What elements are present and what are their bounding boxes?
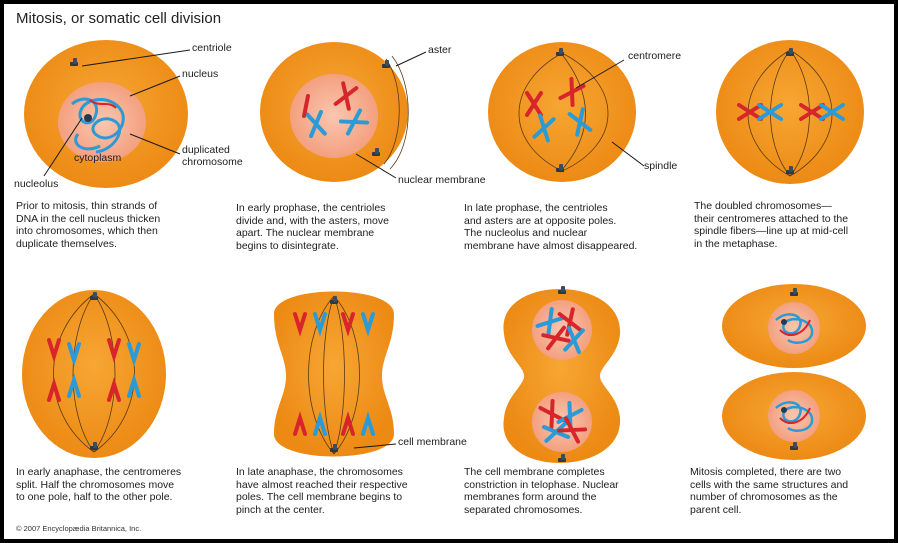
label-cytoplasm: cytoplasm: [74, 152, 121, 164]
copyright-notice: © 2007 Encyclopædia Britannica, Inc.: [16, 524, 141, 533]
cell-late-prophase: [488, 42, 644, 182]
label-centromere: centromere: [628, 50, 681, 62]
label-nucleolus: nucleolus: [14, 178, 58, 190]
cell-telophase: [503, 286, 620, 463]
cell-daughter-cells: [722, 284, 866, 460]
caption-interphase: Prior to mitosis, thin strands ofDNA in …: [16, 200, 238, 250]
diagram-frame: Mitosis, or somatic cell division: [4, 4, 894, 539]
cell-early-prophase: [260, 42, 426, 182]
caption-mitosis-complete: Mitosis completed, there are twocells wi…: [690, 466, 890, 516]
caption-early-prophase: In early prophase, the centriolesdivide …: [236, 202, 458, 252]
caption-late-anaphase: In late anaphase, the chromosomeshave al…: [236, 466, 458, 516]
label-aster: aster: [428, 44, 451, 56]
cell-late-anaphase: [274, 292, 396, 457]
cell-early-anaphase: [22, 290, 166, 458]
caption-early-anaphase: In early anaphase, the centromeressplit.…: [16, 466, 238, 504]
label-duplicated-chromosome-line1: duplicated: [182, 144, 230, 156]
caption-telophase: The cell membrane completesconstriction …: [464, 466, 686, 516]
caption-metaphase: The doubled chromosomes—their centromere…: [694, 200, 890, 250]
mitosis-illustration: [4, 4, 894, 539]
label-duplicated-chromosome-line2: chromosome: [182, 156, 243, 168]
cell-metaphase: [716, 40, 864, 184]
label-nuclear-membrane: nuclear membrane: [398, 174, 486, 186]
label-centriole: centriole: [192, 42, 232, 54]
label-cell-membrane: cell membrane: [398, 436, 467, 448]
caption-late-prophase: In late prophase, the centriolesand aste…: [464, 202, 686, 252]
label-nucleus: nucleus: [182, 68, 218, 80]
label-spindle: spindle: [644, 160, 677, 172]
cell-interphase: [24, 40, 190, 188]
